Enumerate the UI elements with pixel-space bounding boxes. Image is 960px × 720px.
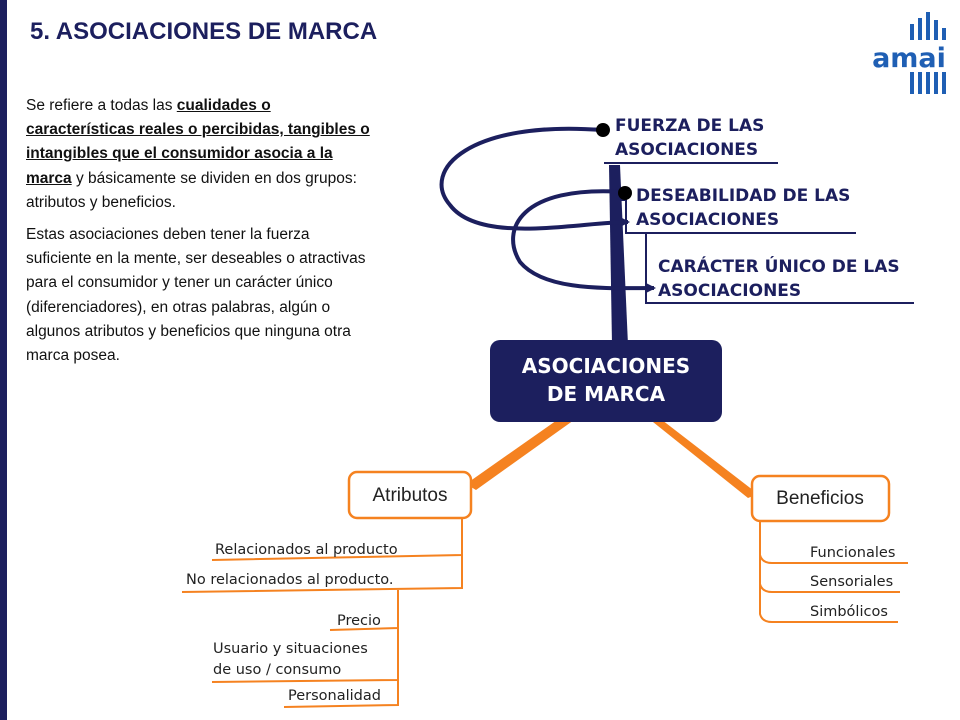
attribute-item-no-relacionados: No relacionados al producto. bbox=[186, 572, 394, 588]
benefit-item-funcionales: Funcionales bbox=[810, 545, 895, 561]
attribute-sub-usuario-line2: de uso / consumo bbox=[213, 662, 341, 678]
fuerza-to-deseabilidad-arrow bbox=[439, 126, 630, 231]
left-accent-bar bbox=[0, 0, 7, 720]
atributos-node bbox=[347, 470, 473, 520]
deseabilidad-dot bbox=[618, 186, 632, 200]
benefit-item-sensoriales: Sensoriales bbox=[810, 574, 893, 590]
caracter-label-line2: ASOCIACIONES bbox=[658, 281, 801, 301]
caracter-connector bbox=[626, 232, 914, 304]
atributos-line-personalidad bbox=[283, 680, 399, 708]
paragraph-definition: Se refiere a todas las cualidades o cara… bbox=[26, 94, 376, 215]
deseabilidad-to-caracter-arrow bbox=[511, 189, 656, 294]
stem-connector bbox=[609, 165, 628, 345]
center-node-line1: ASOCIACIONES bbox=[522, 354, 690, 378]
fuerza-label-line1: FUERZA DE LAS bbox=[615, 116, 764, 136]
amai-logo: amai bbox=[872, 12, 946, 94]
atributos-line-no-relacionados bbox=[181, 555, 463, 593]
description-text: Se refiere a todas las cualidades o cara… bbox=[26, 94, 376, 376]
paragraph-explanation: Estas asociaciones deben tener la fuerza… bbox=[26, 226, 366, 365]
caracter-label-line1: CARÁCTER ÚNICO DE LAS bbox=[658, 255, 900, 277]
paragraph-emphasis: cualidades o características reales o pe… bbox=[26, 97, 370, 187]
beneficios-node bbox=[750, 474, 891, 523]
deseabilidad-label-line2: ASOCIACIONES bbox=[636, 210, 779, 230]
attribute-sub-usuario-line1: Usuario y situaciones bbox=[213, 641, 368, 657]
fuerza-dot bbox=[596, 123, 610, 137]
paragraph-lead: Se refiere a todas las bbox=[26, 97, 177, 114]
fuerza-label-line2: ASOCIACIONES bbox=[615, 140, 758, 160]
benefit-item-simbolicos: Simbólicos bbox=[810, 604, 888, 620]
atributos-label: Atributos bbox=[373, 485, 448, 506]
slide-title: 5. ASOCIACIONES DE MARCA bbox=[30, 18, 378, 45]
center-node bbox=[490, 340, 722, 422]
branch-to-beneficios bbox=[648, 418, 758, 498]
branch-to-atributos bbox=[466, 418, 574, 490]
logo-wordmark: amai bbox=[872, 43, 946, 74]
attribute-sub-precio: Precio bbox=[337, 613, 381, 629]
beneficios-label: Beneficios bbox=[776, 488, 864, 509]
deseabilidad-label-line1: DESEABILIDAD DE LAS bbox=[636, 186, 850, 206]
beneficios-line-simbolicos bbox=[759, 584, 898, 623]
center-node-line2: DE MARCA bbox=[547, 382, 666, 406]
attribute-item-relacionados: Relacionados al producto bbox=[215, 542, 398, 558]
deseabilidad-connector bbox=[611, 165, 856, 234]
paragraph-tail: y básicamente se dividen en dos grupos: … bbox=[26, 169, 357, 211]
attribute-sub-personalidad: Personalidad bbox=[288, 688, 381, 704]
